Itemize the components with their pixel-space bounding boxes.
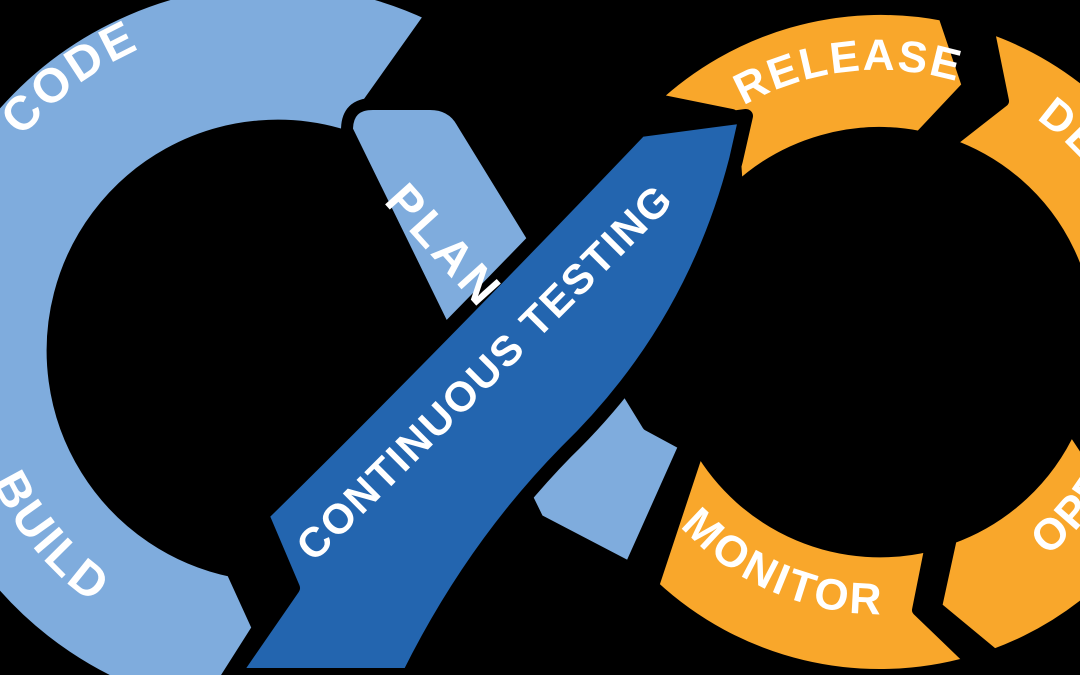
release-segment	[647, 2, 974, 195]
monitor-segment	[647, 441, 978, 675]
deploy-segment	[942, 21, 1080, 422]
operate-segment	[930, 421, 1080, 661]
left-loop-ring	[0, 0, 437, 675]
continuous-testing-ribbon	[226, 109, 753, 675]
